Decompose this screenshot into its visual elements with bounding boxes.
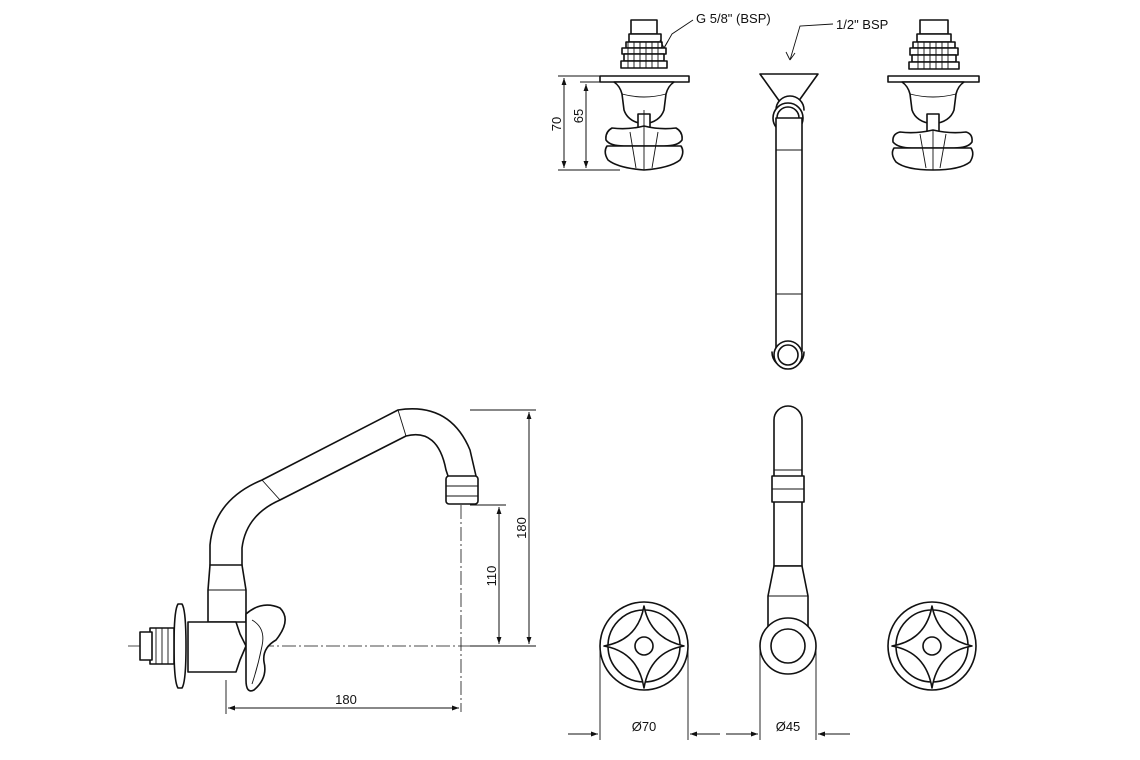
spout-top-view bbox=[759, 23, 834, 370]
dia-45-label: Ø45 bbox=[776, 719, 801, 734]
side-elevation bbox=[128, 408, 479, 712]
dia-70-label: Ø70 bbox=[632, 719, 657, 734]
rosette-rear-view bbox=[887, 601, 977, 691]
spout-front-view bbox=[726, 405, 850, 740]
dim-65-label: 65 bbox=[571, 109, 586, 123]
rosette-front-view bbox=[568, 601, 720, 740]
dim-70-label: 70 bbox=[549, 117, 564, 131]
thread-inlet-label: G 5/8" (BSP) bbox=[696, 11, 771, 26]
dim-180-reach-label: 180 bbox=[335, 692, 357, 707]
dim-110-label: 110 bbox=[484, 566, 499, 587]
valve-rear-view bbox=[887, 19, 980, 171]
side-dimensions bbox=[225, 409, 536, 714]
height-dimensions bbox=[558, 75, 620, 171]
dim-180-height-label: 180 bbox=[514, 517, 529, 539]
valve-front-view bbox=[599, 19, 694, 171]
thread-outlet-label: 1/2" BSP bbox=[836, 17, 888, 32]
